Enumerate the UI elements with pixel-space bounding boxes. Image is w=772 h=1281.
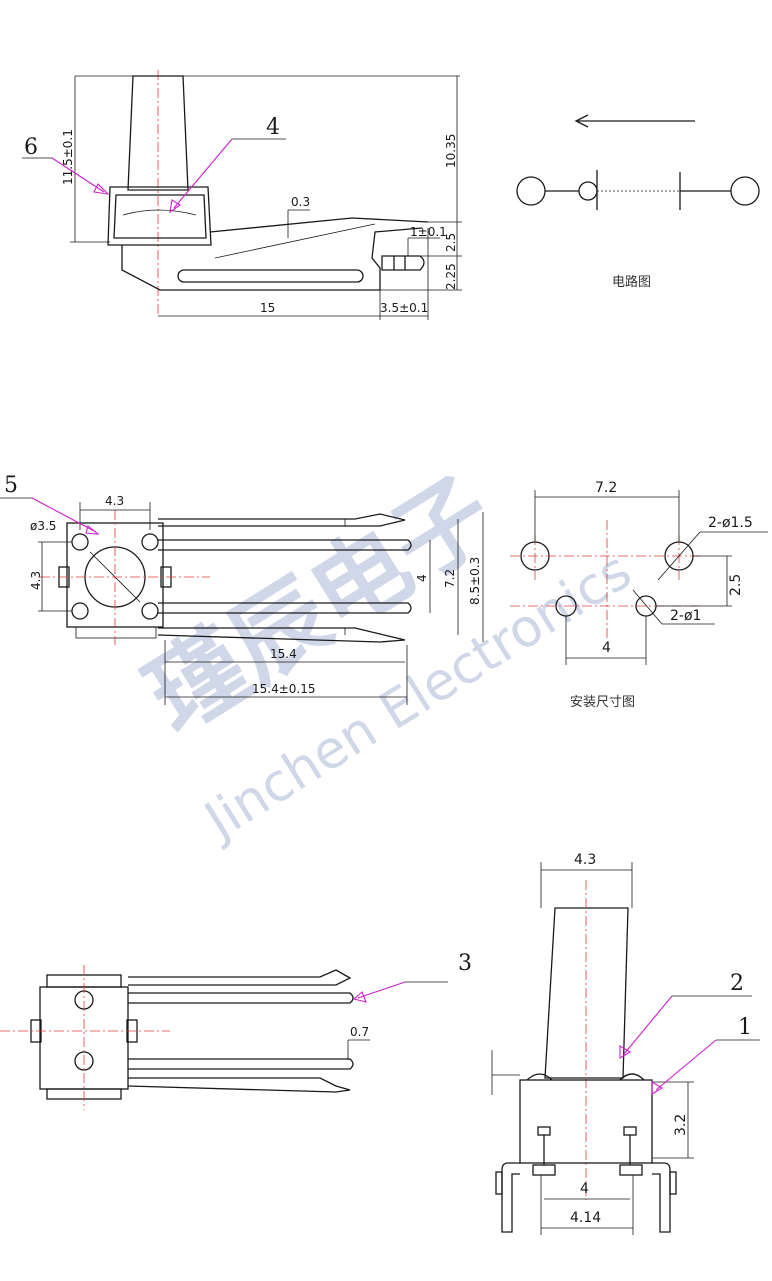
side-view: 11.5±0.1 10.35 0.3 1±0.1 2.5 2.25 15 3.5… [22,70,462,320]
mount-dim-small-holes: 2-ø1 [670,608,701,624]
dim-length: 15 [260,301,275,315]
watermark-chinese: 瑾辰电子 [128,456,513,754]
dim-diameter: ø3.5 [30,519,56,533]
dim-thickness: 0.3 [291,195,310,209]
callout-4: 4 [266,115,280,140]
dim-outer: 8.5±0.3 [468,557,482,605]
dim-width: 4.3 [105,494,124,508]
dim-len-15-4-tol: 15.4±0.15 [252,682,316,696]
front-dim-body-height: 3.2 [673,1114,689,1136]
dim-h-top: 10.35 [444,134,458,168]
dim-pin-thickness: 0.7 [350,1025,369,1039]
front-dim-width: 4.14 [570,1210,601,1226]
mount-dim-top: 7.2 [595,480,617,496]
dim-pin-width: 1±0.1 [410,225,447,239]
front-dim-pitch: 4 [580,1181,589,1197]
callout-5: 5 [4,473,18,498]
mount-dim-v-offset: 2.5 [728,574,744,596]
dim-tip: 3.5±0.1 [380,301,428,315]
circuit-caption: 电路图 [612,274,651,290]
callout-1: 1 [738,1015,752,1040]
dim-pitch-7-2: 7.2 [443,569,457,588]
dim-height: 4.3 [29,571,43,590]
mount-dim-bottom: 4 [602,640,611,656]
front-dim-top-width: 4.3 [574,852,596,868]
callout-6: 6 [24,135,38,160]
top-view: 4.3 ø3.5 4.3 4 7.2 8.5±0.3 15.4 15.4±0.1… [0,473,484,705]
front-view: 4.3 3.2 4 4.14 2 1 [491,852,760,1235]
dim-h-2-5: 2.5 [444,233,458,252]
dim-h-2-25: 2.25 [444,263,458,290]
mounting-caption: 安装尺寸图 [570,695,635,710]
dim-pitch-4: 4 [415,574,429,582]
callout-3: 3 [458,951,472,976]
mounting-dimensions: 7.2 2-ø1.5 2.5 2-ø1 4 安装尺寸图 [510,480,768,710]
dim-len-15-4: 15.4 [270,647,297,661]
bottom-view: 0.7 3 [0,951,472,1110]
mount-dim-big-holes: 2-ø1.5 [708,515,753,531]
callout-2: 2 [730,971,744,996]
circuit-diagram: 电路图 [516,114,760,290]
dim-h-total: 11.5±0.1 [61,129,75,185]
